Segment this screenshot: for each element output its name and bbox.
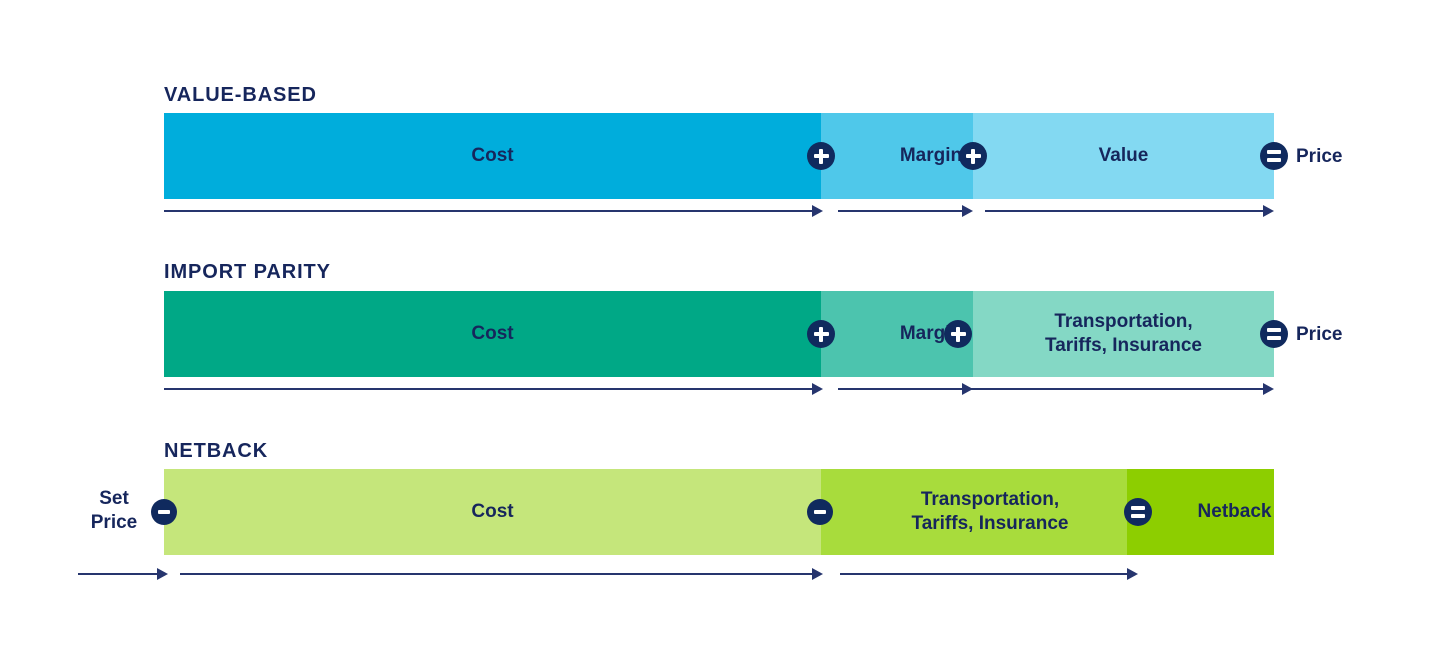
arrow-right-icon [838,382,973,396]
segment-cost[interactable]: Cost [164,291,821,377]
segment-cost[interactable]: Cost [164,469,821,555]
set-price-label: Set Price [90,488,138,534]
plus-circle-icon [807,320,835,348]
segment-label-cost: Cost [471,322,514,344]
arrow-right-icon [164,382,823,396]
arrow-right-icon [840,567,1138,581]
section-title-value-based: VALUE-BASED [164,84,317,106]
plus-circle-icon [944,320,972,348]
segment-transportation-tariffs-insurance[interactable]: Transportation, Tariffs, Insurance [821,469,1127,555]
segment-label-margin: Margin [899,144,963,166]
result-label-price: Price [1296,324,1343,345]
equals-circle-icon [1124,498,1152,526]
equals-circle-icon [1260,142,1288,170]
segment-label-cost: Cost [471,144,514,166]
segment-label-transportation: Transportation, Tariffs, Insurance [1045,310,1202,356]
segment-label-value: Value [1098,144,1149,166]
segment-label-cost: Cost [471,500,514,522]
arrow-right-icon [78,567,168,581]
segment-label-transportation: Transportation, Tariffs, Insurance [911,488,1069,534]
segment-transportation-tariffs-insurance[interactable]: Transportation, Tariffs, Insurance [973,291,1274,377]
segment-cost[interactable]: Cost [164,113,821,199]
equals-circle-icon [1260,320,1288,348]
arrow-right-icon [985,204,1274,218]
bar-netback: Cost Transportation, Tariffs, Insurance … [164,469,1274,555]
arrow-right-icon [180,567,823,581]
arrow-right-icon [960,382,1274,396]
segment-value[interactable]: Value [973,113,1274,199]
section-title-import-parity: IMPORT PARITY [164,261,331,283]
plus-circle-icon [959,142,987,170]
plus-circle-icon [807,142,835,170]
section-title-netback: NETBACK [164,440,269,462]
segment-label-netback: Netback [1197,500,1272,522]
bar-value-based: Cost Margin Value [164,113,1274,199]
bar-import-parity: Cost Margin Transportation, Tariffs, Ins… [164,291,1274,377]
minus-circle-icon [151,499,177,525]
segment-margin[interactable]: Margin [821,113,973,199]
minus-circle-icon [807,499,833,525]
arrow-right-icon [838,204,973,218]
arrow-right-icon [164,204,823,218]
result-label-price: Price [1296,146,1343,167]
